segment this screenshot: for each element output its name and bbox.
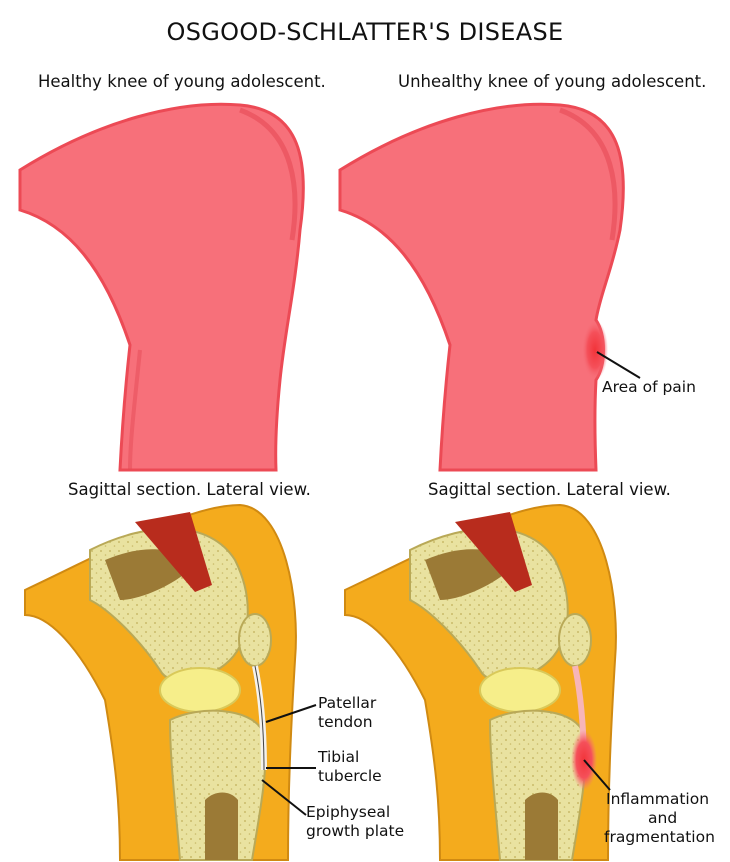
unhealthy-section-caption: Sagittal section. Lateral view. — [428, 480, 671, 499]
inflammation-pointer — [583, 759, 611, 791]
tibial-tubercle-label-line-1: Tibial — [318, 748, 360, 766]
inflammation-label-line-2: and — [648, 809, 678, 827]
patellar-tendon-pointer — [265, 704, 317, 723]
growth-plate-label-line-1: Epiphyseal — [306, 803, 391, 821]
page-title: OSGOOD-SCHLATTER'S DISEASE — [166, 18, 564, 46]
unhealthy-knee-section — [344, 503, 617, 861]
healthy-knee-section — [24, 503, 317, 861]
healthy-section-caption: Sagittal section. Lateral view. — [68, 480, 311, 499]
healthy-knee-exterior — [18, 102, 305, 472]
pain-spot — [582, 320, 608, 380]
area-of-pain-label: Area of pain — [602, 378, 696, 396]
area-of-pain-pointer — [596, 351, 641, 379]
patellar-tendon-label-line-2: tendon — [318, 713, 373, 731]
patellar-tendon-label-line-1: Patellar — [318, 694, 377, 712]
healthy-knee-caption: Healthy knee of young adolescent. — [38, 72, 326, 91]
inflammation-label-line-3: fragmentation — [604, 828, 715, 846]
unhealthy-knee-exterior — [338, 102, 641, 472]
inflammation-label-line-1: Inflammation — [606, 790, 710, 808]
growth-plate-pointer — [261, 779, 307, 816]
growth-plate-label-line-2: growth plate — [306, 822, 405, 840]
unhealthy-knee-caption: Unhealthy knee of young adolescent. — [398, 72, 707, 91]
tibial-tubercle-label-line-2: tubercle — [318, 767, 382, 785]
